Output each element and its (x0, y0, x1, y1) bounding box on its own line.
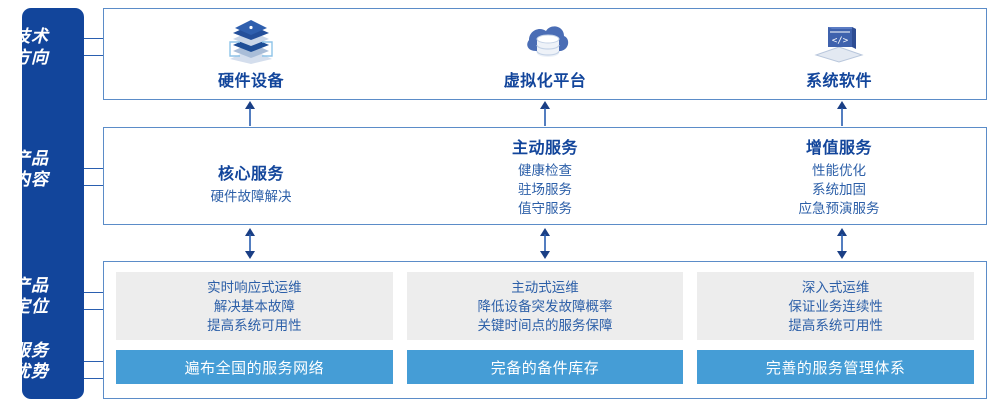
tech-title-hardware: 硬件设备 (217, 73, 284, 90)
content-column-core-service[interactable]: 核心服务 硬件故障解决 (104, 128, 398, 224)
positioning-line: 降低设备突发故障概率 (477, 298, 613, 314)
rail-label-service-advantage: 服务 优势 (13, 341, 49, 381)
advantage-bar-spare-parts[interactable]: 完备的备件库存 (406, 350, 684, 384)
positioning-card-realtime[interactable]: 实时响应式运维 解决基本故障 提高系统可用性 (116, 272, 393, 340)
positioning-line: 提高系统可用性 (788, 317, 883, 333)
positioning-card-indepth[interactable]: 深入式运维 保证业务连续性 提高系统可用性 (697, 272, 975, 340)
connector-line (84, 361, 104, 362)
advantages-row: 遍布全国的服务网络 完备的备件库存 完善的服务管理体系 (116, 350, 975, 384)
connector-line (84, 309, 104, 310)
content-item: 驻场服务 (518, 182, 572, 197)
positioning-line: 解决基本故障 (213, 298, 295, 314)
tech-column-hardware[interactable]: 硬件设备 (104, 9, 398, 99)
section-technology-direction: 硬件设备 虚拟化平台 (103, 8, 987, 100)
tech-column-system-software[interactable]: </> 系统软件 (692, 9, 986, 99)
content-title-proactive-service: 主动服务 (511, 140, 578, 157)
rail-label-tech-direction: 技术 方向 (13, 27, 49, 67)
laptop-code-icon: </> (808, 17, 870, 65)
content-item: 值守服务 (518, 201, 572, 216)
section-positioning-advantages: 实时响应式运维 解决基本故障 提高系统可用性 主动式运维 降低设备突发故障概率 … (103, 261, 987, 399)
content-item: 硬件故障解决 (210, 189, 292, 204)
category-rail (22, 8, 84, 399)
advantage-bar-management-system[interactable]: 完善的服务管理体系 (697, 350, 975, 384)
arrow-bidirectional-proactive (538, 228, 552, 259)
section-product-content: 核心服务 硬件故障解决 主动服务 健康检查 驻场服务 值守服务 增值服务 性能优… (103, 127, 987, 225)
positioning-line: 实时响应式运维 (207, 279, 302, 295)
arrow-bidirectional-value-added (835, 228, 849, 259)
content-title-value-added-service: 增值服务 (805, 140, 872, 157)
connector-line (84, 292, 104, 293)
connector-line (84, 378, 104, 379)
tech-title-system-software: 系统软件 (805, 73, 872, 90)
positioning-line: 提高系统可用性 (207, 317, 302, 333)
content-item: 系统加固 (812, 182, 866, 197)
advantage-bar-service-network[interactable]: 遍布全国的服务网络 (116, 350, 393, 384)
rail-label-product-positioning: 产品 定位 (13, 276, 49, 316)
arrow-bidirectional-core (243, 228, 257, 259)
rail-label-product-content: 产品 内容 (13, 149, 49, 189)
arrow-up-system-software (835, 101, 849, 126)
tech-title-virtualization: 虚拟化平台 (503, 73, 587, 90)
content-title-core-service: 核心服务 (217, 166, 284, 183)
content-item: 应急预演服务 (798, 201, 880, 216)
positioning-row: 实时响应式运维 解决基本故障 提高系统可用性 主动式运维 降低设备突发故障概率 … (116, 272, 975, 340)
arrow-up-hardware (243, 101, 257, 126)
connector-line (84, 168, 104, 169)
tech-column-virtualization[interactable]: 虚拟化平台 (398, 9, 692, 99)
arrow-up-virtualization (538, 101, 552, 126)
svg-text:</>: </> (832, 36, 849, 46)
content-item: 性能优化 (812, 163, 866, 178)
content-column-value-added-service[interactable]: 增值服务 性能优化 系统加固 应急预演服务 (692, 128, 986, 224)
positioning-line: 关键时间点的服务保障 (477, 317, 613, 333)
connector-line (84, 38, 104, 39)
positioning-line: 保证业务连续性 (788, 298, 883, 314)
cloud-database-icon (514, 17, 576, 65)
content-column-proactive-service[interactable]: 主动服务 健康检查 驻场服务 值守服务 (398, 128, 692, 224)
connector-line (84, 185, 104, 186)
positioning-line: 主动式运维 (511, 279, 579, 295)
positioning-card-proactive[interactable]: 主动式运维 降低设备突发故障概率 关键时间点的服务保障 (406, 272, 684, 340)
connector-line (84, 55, 104, 56)
positioning-line: 深入式运维 (801, 279, 870, 295)
content-item: 健康检查 (518, 163, 572, 178)
server-stack-icon (220, 17, 282, 65)
